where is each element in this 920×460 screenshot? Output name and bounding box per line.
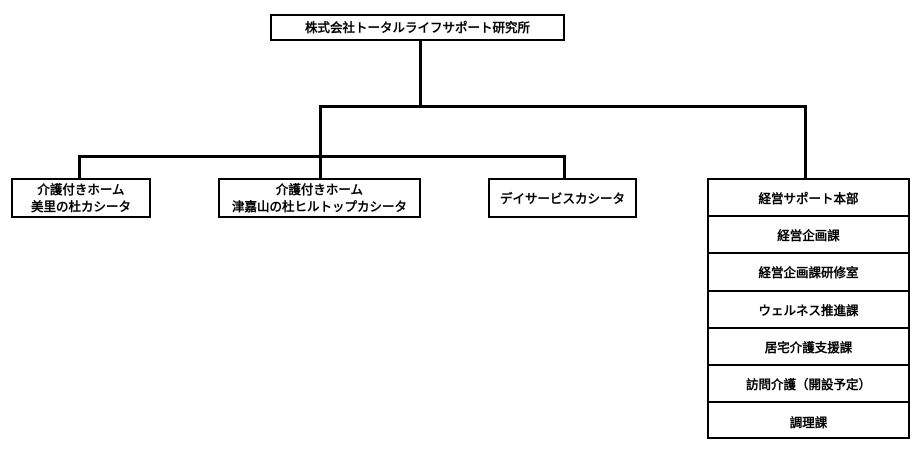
dept-corporate-planning: 経営企画課: [709, 217, 908, 255]
root-connector-vertical: [419, 40, 422, 107]
facility-1-connector: [78, 155, 81, 179]
department-stack: 経営サポート本部 経営企画課 経営企画課研修室 ウェルネス推進課 居宅介護支援課…: [707, 178, 910, 439]
dept-management-support-hq: 経営サポート本部: [709, 180, 908, 218]
upper-branch-right-drop: [804, 105, 807, 179]
facility-1-line2: 美里の杜カシータ: [30, 199, 131, 214]
dept-wellness-promotion: ウェルネス推進課: [709, 292, 908, 329]
root-label: 株式会社トータルライフサポート研究所: [304, 20, 530, 35]
facility-1-line1: 介護付きホーム: [37, 182, 125, 197]
facility-node-dayservice: デイサービスカシータ: [488, 178, 637, 218]
root-node: 株式会社トータルライフサポート研究所: [270, 14, 565, 41]
upper-branch-left-drop: [319, 105, 322, 158]
facility-2-connector: [319, 155, 322, 179]
dept-corporate-planning-training: 経営企画課研修室: [709, 254, 908, 292]
facility-2-line1: 介護付きホーム: [275, 182, 364, 197]
facility-node-tsukazan: 介護付きホーム 津嘉山の杜ヒルトップカシータ: [218, 178, 421, 218]
facility-node-misato: 介護付きホーム 美里の杜カシータ: [11, 178, 151, 218]
dept-cooking: 調理課: [789, 415, 828, 431]
lower-branch-horizontal: [78, 155, 566, 158]
facility-2-line2: 津嘉山の杜ヒルトップカシータ: [231, 199, 407, 214]
upper-branch-horizontal: [319, 105, 807, 108]
dept-home-care-support: 居宅介護支援課: [709, 329, 908, 366]
facility-3-line1: デイサービスカシータ: [499, 190, 625, 206]
facility-3-connector: [563, 155, 566, 179]
dept-home-visit-care: 訪問介護（開設予定）: [709, 366, 908, 404]
